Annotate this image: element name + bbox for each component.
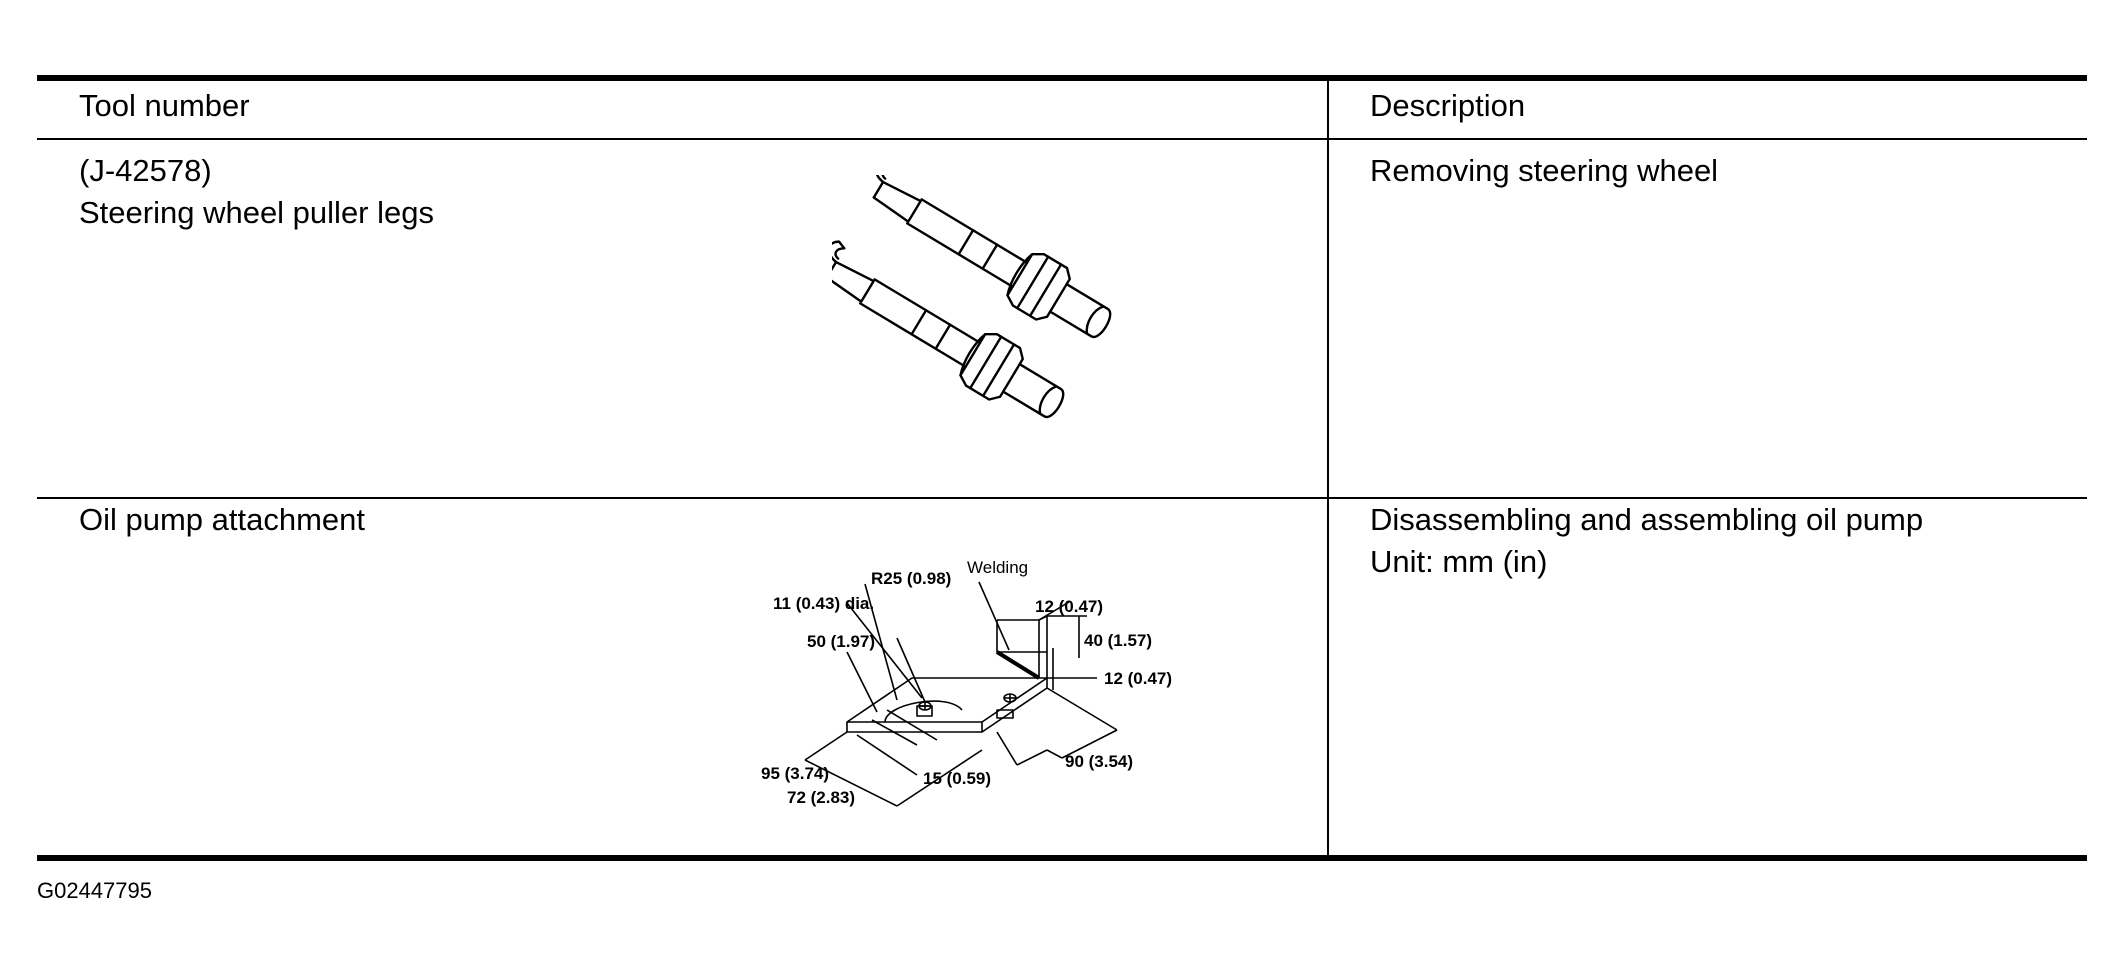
header-tool-number: Tool number [79,88,250,123]
label-15: 15 (0.59) [923,769,991,788]
label-50: 50 (1.97) [807,632,875,651]
row1-tool-name: Steering wheel puller legs [79,195,434,230]
row2-unit-note: Unit: mm (in) [1370,544,1548,579]
oil-pump-attachment-drawing: R25 (0.98) Welding 11 (0.43) dia. 12 (0.… [761,560,1172,807]
label-12-side: 12 (0.47) [1104,669,1172,688]
row2-description: Disassembling and assembling oil pump [1370,502,1924,537]
header-description: Description [1370,88,1526,123]
puller-legs-illustration [832,175,1112,419]
label-hole-dia: 11 (0.43) dia. [773,594,874,613]
row-divider [37,497,2087,499]
header-divider [37,138,2087,140]
label-welding: Welding [967,560,1028,577]
row1-description: Removing steering wheel [1370,153,1719,188]
table-bottom-rule [37,855,2087,861]
label-12-top: 12 (0.47) [1035,597,1103,616]
figure-id: G02447795 [37,878,152,903]
row2-tool-name: Oil pump attachment [79,502,366,537]
label-90: 90 (3.54) [1065,752,1133,771]
label-95: 95 (3.74) [761,764,829,783]
column-divider [1327,81,1329,855]
tool-table: Tool number Description (J-42578) Steeri… [37,75,2087,861]
row1-tool-number: (J-42578) [79,153,212,188]
label-radius: R25 (0.98) [871,569,951,588]
label-40: 40 (1.57) [1084,631,1152,650]
label-72: 72 (2.83) [787,788,855,807]
table-top-rule [37,75,2087,81]
